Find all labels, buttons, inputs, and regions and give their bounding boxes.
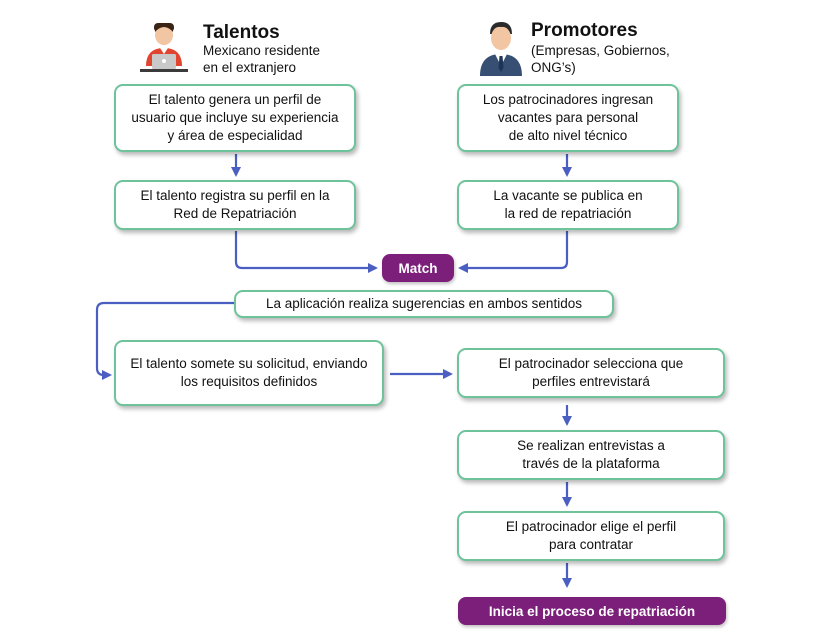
- arrow-publica-to-match: [458, 231, 569, 273]
- step-aplicacion-sugerencias: La aplicación realiza sugerencias en amb…: [234, 290, 614, 318]
- person-at-laptop-icon: [140, 23, 188, 72]
- talentos-title: Talentos: [203, 22, 280, 43]
- arrow-registra-to-match: [234, 231, 378, 273]
- inicia-proceso-repatriacion: Inicia el proceso de repatriación: [458, 597, 726, 625]
- step-talento-registra-perfil: El talento registra su perfil en la Red …: [114, 180, 356, 230]
- talentos-subtitle: Mexicano residente en el extranjero: [203, 43, 321, 75]
- step-talento-somete-solicitud: El talento somete su solicitud, enviando…: [114, 340, 384, 406]
- step-talento-genera-perfil: El talento genera un perfil de usuario q…: [114, 84, 356, 152]
- arrow-sugerencias-to-solicitud: [95, 301, 236, 380]
- promotores-subtitle: (Empresas, Gobiernos, ONG’s): [531, 43, 670, 75]
- step-patrocinadores-ingresan-vacantes: Los patrocinadores ingresan vacantes par…: [457, 84, 679, 152]
- step-patrocinador-elige-perfil: El patrocinador elige el perfil para con…: [457, 511, 725, 561]
- businessman-icon: [480, 22, 522, 76]
- promotores-title: Promotores: [531, 20, 638, 41]
- step-patrocinador-selecciona: El patrocinador selecciona que perfiles …: [457, 348, 725, 398]
- match-node: Match: [382, 254, 454, 282]
- step-realizan-entrevistas: Se realizan entrevistas a través de la p…: [457, 430, 725, 480]
- step-vacante-se-publica: La vacante se publica en la red de repat…: [457, 180, 679, 230]
